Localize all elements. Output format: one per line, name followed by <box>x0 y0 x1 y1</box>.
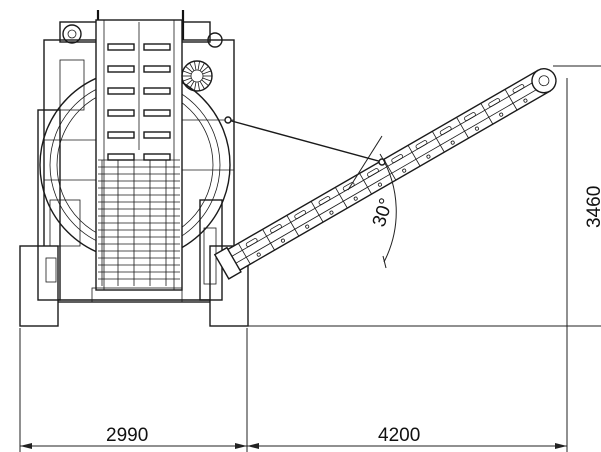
pulley-right <box>207 32 223 48</box>
pulley-left <box>62 24 82 44</box>
dim-label-reach: 4200 <box>378 425 420 446</box>
tail-end <box>213 246 242 280</box>
left-column <box>37 109 61 301</box>
lower-screen-grid <box>98 159 180 286</box>
machine-body <box>19 10 249 327</box>
left-foot <box>19 245 59 327</box>
angle-indicator: 30° <box>347 135 398 269</box>
discharge-conveyor <box>213 68 557 280</box>
support-stay <box>227 119 383 163</box>
dim-label-height: 3460 <box>584 186 601 228</box>
elevator-slats <box>107 43 171 161</box>
angle-label: 30° <box>369 196 398 230</box>
gear-wheel <box>181 60 213 92</box>
head-drum <box>531 68 557 94</box>
dim-label-base-width: 2990 <box>106 425 148 446</box>
